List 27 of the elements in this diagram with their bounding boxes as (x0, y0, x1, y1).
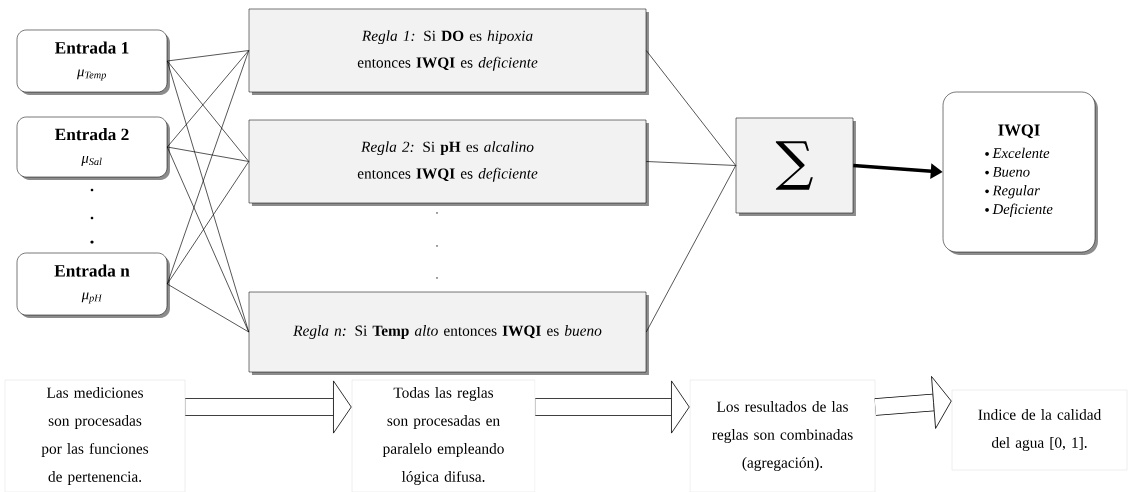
rule-box: Regla 2: Si pH es alcalino entonces IWQI es deficiente (248, 119, 649, 206)
connector-line (645, 165, 737, 333)
connector-line (166, 50, 250, 148)
connector-line (645, 50, 737, 166)
note-box: Indice de la calidad del agua [0, 1]. (951, 389, 1128, 471)
rule-box: Regla 1: Si DO es hipoxia entonces IWQI es deficiente (248, 8, 649, 95)
block-arrow (535, 380, 690, 434)
note-box: Las mediciones son procesadas por las funciones de pertenencia. (4, 379, 186, 492)
sum-box: ∑ (735, 117, 856, 216)
connector-line (166, 146, 250, 162)
rule-box: Regla n: Si Temp alto entonces IWQI es bueno (248, 291, 649, 375)
connector-line (166, 60, 250, 162)
connector-line (645, 161, 737, 166)
connector-line (166, 283, 250, 333)
block-arrow (874, 376, 952, 429)
connector-line (166, 50, 250, 285)
note-box: Los resultados de las reglas son combinadas (agregación). (689, 379, 876, 492)
connector-line (166, 50, 250, 62)
input-box: Entrada 1 μ$_{Temp}$ (16, 29, 170, 95)
connector-line (166, 161, 250, 285)
block-arrow (185, 380, 352, 434)
connector-line (166, 146, 250, 333)
note-box: Todas las reglas son procesadas en paralelo empleando lógica difusa. (351, 379, 536, 492)
connector-line (166, 60, 250, 333)
output-box: IWQI Excelente Bueno Regular Deficiente (942, 91, 1098, 255)
input-box: Entrada n μ$_{pH}$ (16, 252, 170, 318)
input-box: Entrada 2 μ$_{Sal}$ (16, 116, 170, 180)
